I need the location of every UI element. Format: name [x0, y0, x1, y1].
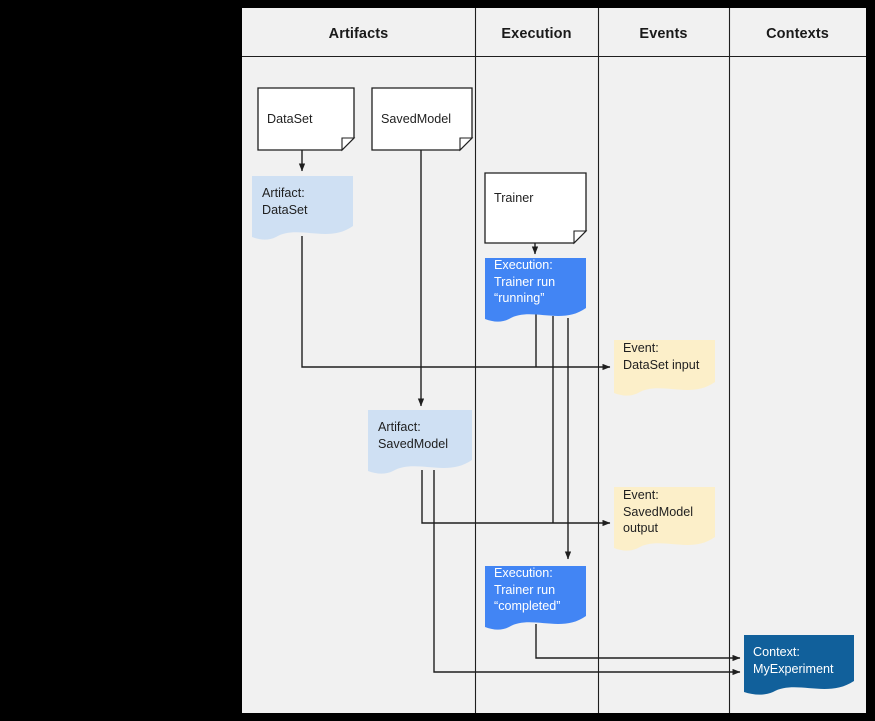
diagram-svg-layer: [242, 8, 866, 713]
document-body: [257, 87, 355, 151]
lane-title-artifacts-text: Artifacts: [328, 26, 389, 42]
node-shape-artifact-dataset[interactable]: [252, 176, 353, 240]
document-fold: [573, 230, 588, 245]
document-fold: [341, 137, 356, 152]
lane-dividers: [242, 8, 866, 713]
lane-title-contexts: Contexts: [729, 26, 866, 42]
node-shape-event-dataset-input[interactable]: [614, 340, 715, 396]
lane-title-artifacts: Artifacts: [242, 26, 475, 42]
diagram-canvas: Artifacts Execution Events Contexts Data…: [242, 8, 866, 713]
document-body: [484, 172, 587, 244]
connectors: [298, 150, 741, 676]
document-body: [371, 87, 473, 151]
lane-title-contexts-text: Contexts: [766, 26, 829, 42]
lane-title-execution-text: Execution: [501, 26, 572, 42]
connector-artifact-savedmodel-to-event-savedmodel-output: [421, 470, 611, 527]
node-shape-artifact-savedmodel[interactable]: [368, 410, 472, 474]
connector-artifact-dataset-to-event-dataset-input: [301, 236, 611, 371]
connector-execution-completed-to-context: [535, 624, 741, 662]
lane-title-events: Events: [598, 26, 729, 42]
node-shape-execution-completed[interactable]: [485, 566, 586, 630]
node-shape-savedmodel-type[interactable]: [371, 87, 474, 152]
node-shape-trainer-type[interactable]: [484, 172, 588, 245]
connector-artifact-savedmodel-to-context: [433, 470, 741, 676]
lane-title-execution: Execution: [475, 26, 598, 42]
node-shape-execution-running[interactable]: [485, 258, 586, 322]
node-shapes: [252, 87, 854, 695]
lane-title-events-text: Events: [639, 26, 688, 42]
node-shape-dataset-type[interactable]: [257, 87, 356, 152]
node-shape-context-myexperiment[interactable]: [744, 635, 854, 695]
node-shape-event-savedmodel-output[interactable]: [614, 487, 715, 551]
document-fold: [459, 137, 474, 152]
